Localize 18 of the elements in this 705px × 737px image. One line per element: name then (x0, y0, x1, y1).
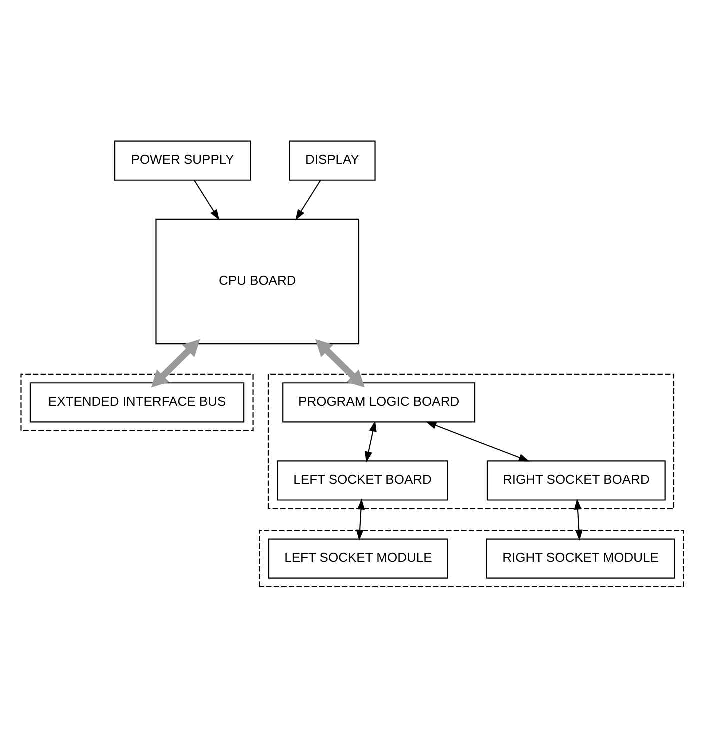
node-box: CPU BOARD (156, 218, 360, 345)
node-box: POWER SUPPLY (114, 140, 252, 181)
arrow (151, 339, 200, 388)
node-box: RIGHT SOCKET MODULE (486, 538, 676, 579)
arrow (426, 422, 530, 462)
node-box: LEFT SOCKET MODULE (268, 538, 448, 579)
node-box: LEFT SOCKET BOARD (277, 460, 448, 501)
node-box: EXTENDED INTERFACE BUS (30, 382, 245, 423)
arrow (194, 180, 220, 220)
node-box: RIGHT SOCKET BOARD (486, 460, 666, 501)
arrow (296, 180, 322, 220)
arrow (356, 498, 365, 541)
cluster (20, 374, 254, 432)
arrow (574, 498, 583, 541)
node-box: PROGRAM LOGIC BOARD (282, 382, 476, 423)
arrow (315, 339, 365, 388)
arrow (364, 420, 377, 463)
node-box: DISPLAY (289, 140, 376, 181)
